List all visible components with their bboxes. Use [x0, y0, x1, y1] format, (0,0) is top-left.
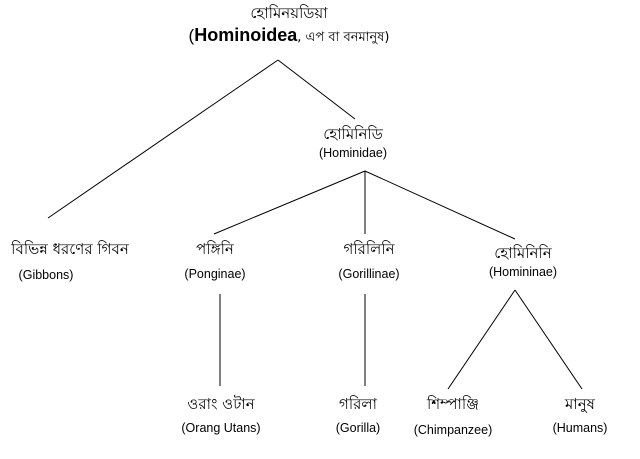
node-homininae-bengali: হোমিনিনি	[494, 244, 552, 262]
node-gibbons-latin: (Gibbons)	[18, 268, 74, 282]
node-gorillinae-latin: (Gorillinae)	[338, 267, 400, 281]
node-humans-bengali: মানুষ	[565, 395, 595, 413]
node-hominoidea-latin: Hominoidea	[194, 25, 298, 45]
edge-root-hominidae	[277, 59, 356, 120]
edge-homininae-chimpanzee	[447, 289, 516, 390]
node-hominoidea-rest: , এপ বা বনমানুষ)	[297, 30, 390, 45]
node-homininae: হোমিনিনি (Homininae)	[489, 243, 557, 281]
node-hominoidea-bengali: হোমিনয়ডিয়া	[250, 4, 328, 22]
node-gorillinae-bengali: গরিলিনি	[343, 240, 395, 258]
open-paren: (	[188, 26, 195, 45]
edge-homininae-humans	[514, 289, 583, 390]
node-orangutan: ওরাং ওটান (Orang Utans)	[181, 394, 260, 437]
node-gorilla: গরিলা (Gorilla)	[336, 394, 380, 437]
node-gibbons: বিভিন্ন ধরণের গিবন	[11, 239, 129, 259]
node-gorilla-bengali: গরিলা	[339, 395, 377, 413]
node-gorillinae: গরিলিনি (Gorillinae)	[338, 239, 399, 283]
node-ponginae: পঙ্গিনি (Ponginae)	[184, 239, 245, 283]
node-chimpanzee-bengali: শিম্পাঞ্জি	[426, 395, 480, 413]
node-gibbons-bengali: বিভিন্ন ধরণের গিবন	[11, 240, 129, 258]
node-orangutan-bengali: ওরাং ওটান	[187, 395, 255, 413]
node-homininae-latin: (Homininae)	[488, 265, 558, 279]
node-hominidae-bengali: হোমিনিডি	[323, 125, 383, 143]
edge-root-gibbons	[47, 59, 279, 219]
node-humans: মানুষ (Humans)	[553, 394, 608, 437]
edge-hominidae-ponginae	[213, 170, 366, 235]
node-chimpanzee: শিম্পাঞ্জি (Chimpanzee)	[414, 394, 493, 439]
edge-hominidae-homininae	[364, 170, 516, 240]
node-orangutan-latin: (Orang Utans)	[181, 421, 261, 435]
node-chimpanzee-latin: (Chimpanzee)	[413, 423, 493, 437]
node-ponginae-bengali: পঙ্গিনি	[196, 240, 234, 258]
node-hominidae-latin: (Hominidae)	[318, 146, 388, 160]
node-ponginae-latin: (Ponginae)	[184, 267, 246, 281]
node-hominoidea-latin-line: (Hominoidea, এপ বা বনমানুষ)	[189, 23, 390, 50]
node-gorilla-latin: (Gorilla)	[335, 421, 381, 435]
node-hominidae: হোমিনিডি (Hominidae)	[319, 124, 387, 162]
node-hominoidea: হোমিনয়ডিয়া (Hominoidea, এপ বা বনমানুষ)	[189, 3, 390, 50]
node-gibbons-latin-wrap: (Gibbons)	[19, 266, 74, 284]
node-humans-latin: (Humans)	[552, 421, 608, 435]
